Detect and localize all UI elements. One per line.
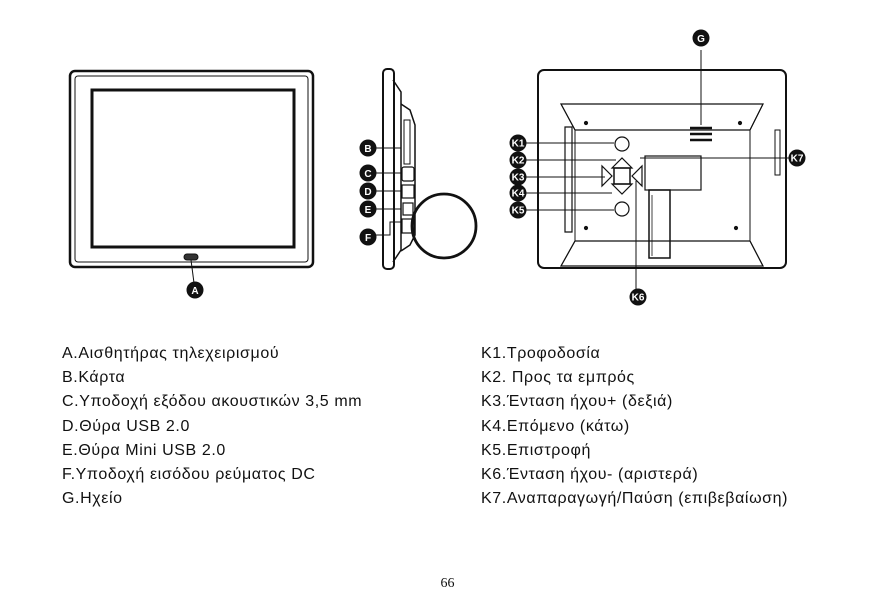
callout-c: C xyxy=(359,164,377,182)
svg-text:D: D xyxy=(364,187,371,198)
front-view xyxy=(68,69,315,284)
speaker-grille xyxy=(690,126,712,142)
legend-item-e: E.Θύρα Mini USB 2.0 xyxy=(62,441,226,459)
device-diagram: A B C D E F G K1 K2 K3 K4 K5 xyxy=(68,29,806,306)
callout-d: D xyxy=(359,182,377,200)
volume-down-button xyxy=(601,164,613,188)
callout-b: B xyxy=(359,139,377,157)
next-button xyxy=(610,183,634,195)
callout-k7: K7 xyxy=(788,149,806,167)
legend-item-d: D.Θύρα USB 2.0 xyxy=(62,417,190,435)
svg-text:K4: K4 xyxy=(512,189,525,200)
power-button xyxy=(614,136,630,152)
svg-text:K2: K2 xyxy=(512,156,525,167)
legend-item-f: F.Υποδοχή εισόδου ρεύματος DC xyxy=(62,466,316,484)
legend-item-k6: K6.Ένταση ήχου- (αριστερά) xyxy=(481,466,699,484)
legend-right: K1.Τροφοδοσία K2. Προς τα εμπρός K3.Έντα… xyxy=(481,342,788,511)
back-view xyxy=(526,50,790,290)
legend-left: A.Αισθητήρας τηλεχειρισμού B.Κάρτα C.Υπο… xyxy=(62,342,362,511)
legend-item-k4: K4.Επόμενο (κάτω) xyxy=(481,417,630,435)
callout-e: E xyxy=(359,200,377,218)
legend-item-g: G.Ηχείο xyxy=(62,490,123,508)
legend-item-a: A.Αισθητήρας τηλεχειρισμού xyxy=(62,345,280,362)
volume-up-button xyxy=(631,164,643,188)
svg-text:F: F xyxy=(365,233,371,244)
callout-k1: K1 xyxy=(509,134,527,152)
callout-g: G xyxy=(692,29,710,47)
svg-text:K3: K3 xyxy=(512,173,525,184)
svg-text:B: B xyxy=(364,144,371,155)
legend-item-k7: K7.Αναπαραγωγή/Παύση (επιβεβαίωση) xyxy=(481,490,789,508)
legend-item-k2: K2. Προς τα εμπρός xyxy=(481,369,635,387)
legend-item-k3: K3.Ένταση ήχου+ (δεξιά) xyxy=(481,393,673,411)
svg-text:K1: K1 xyxy=(512,139,525,150)
callout-a: A xyxy=(186,281,204,299)
side-view xyxy=(376,68,478,270)
svg-text:K5: K5 xyxy=(512,206,525,217)
callout-f: F xyxy=(359,228,377,246)
svg-text:C: C xyxy=(364,169,371,180)
legend-item-b: B.Κάρτα xyxy=(62,369,126,387)
callout-k5: K5 xyxy=(509,201,527,219)
svg-text:E: E xyxy=(365,205,372,216)
legend-item-c: C.Υποδοχή εξόδου ακουστικών 3,5 mm xyxy=(62,393,363,411)
svg-text:A: A xyxy=(191,286,198,297)
legend-item-k1: K1.Τροφοδοσία xyxy=(481,345,601,362)
legend-item-k5: K5.Επιστροφή xyxy=(481,441,591,459)
callout-k4: K4 xyxy=(509,184,527,202)
callout-k6: K6 xyxy=(629,288,647,306)
callout-k2: K2 xyxy=(509,151,527,169)
remote-sensor xyxy=(183,253,199,261)
stand-circle xyxy=(410,192,478,260)
page-number: 66 xyxy=(440,576,455,591)
svg-text:G: G xyxy=(697,34,705,45)
return-button xyxy=(614,201,630,217)
play-pause-button xyxy=(613,167,631,185)
callout-k3: K3 xyxy=(509,168,527,186)
svg-text:K6: K6 xyxy=(632,293,645,304)
svg-text:K7: K7 xyxy=(791,154,804,165)
